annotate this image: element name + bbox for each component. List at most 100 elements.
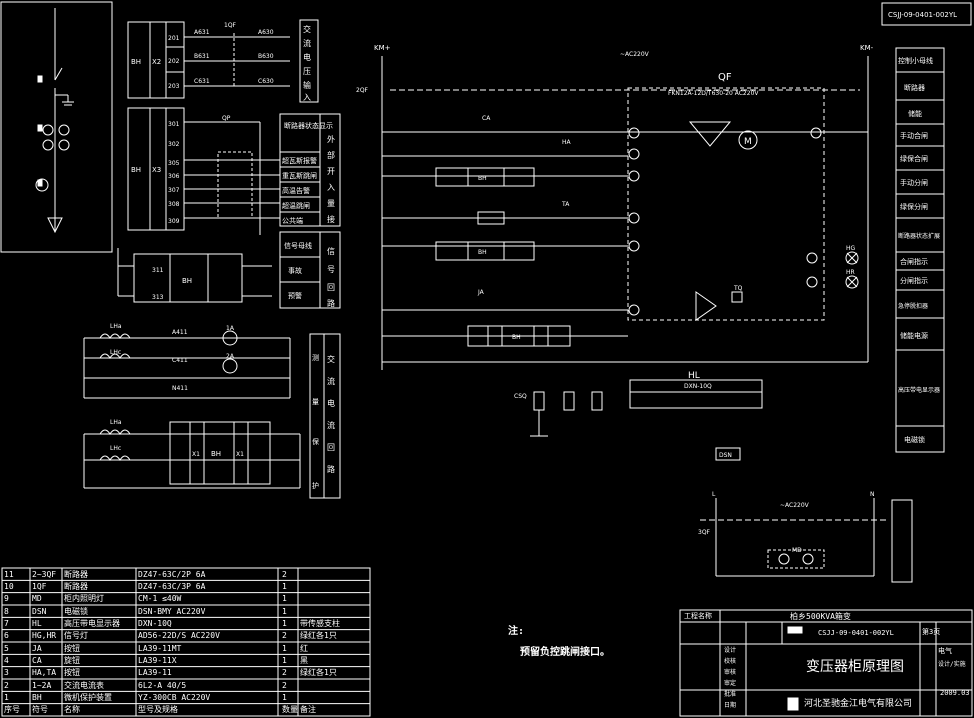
bom-cell: 2 xyxy=(282,680,287,690)
csq-label: CSQ xyxy=(514,393,527,400)
legend-close-indicator: 合闸指示 xyxy=(900,257,928,266)
legend-breaker-extend: 断路器状态扩展 xyxy=(898,232,940,240)
project-label: 工程名称 xyxy=(684,612,712,620)
bom-cell: LA39-11X xyxy=(138,655,177,665)
legend-breaker: 断路器 xyxy=(904,83,925,92)
bom-cell: 带传感支柱 xyxy=(300,618,340,628)
legend-protect-open: 绿保分闸 xyxy=(900,202,928,211)
svg-text:A631: A631 xyxy=(194,29,210,36)
bom-cell: 断路器 xyxy=(64,569,88,579)
legend-manual-close: 手动合闸 xyxy=(900,131,928,140)
ammeter-2a xyxy=(222,358,238,374)
svg-text:302: 302 xyxy=(168,141,180,148)
trip-rectifier xyxy=(695,291,717,321)
bom-cell: JA xyxy=(32,643,42,653)
svg-text:308: 308 xyxy=(168,201,180,208)
legend-open-indicator: 分闸指示 xyxy=(900,276,928,285)
ct-coil-c xyxy=(99,353,131,359)
bom-cell: CM-1 ≤40W xyxy=(138,594,182,604)
svg-text:路: 路 xyxy=(327,464,335,474)
svg-text:流: 流 xyxy=(303,38,311,48)
bom-cell: 1 xyxy=(282,618,287,628)
svg-text:A411: A411 xyxy=(172,329,188,336)
svg-text:信: 信 xyxy=(327,246,335,256)
signal-warning-label: 预警 xyxy=(288,291,302,300)
lha-label-2: LHa xyxy=(110,419,122,426)
bh-label-4: BH xyxy=(211,450,221,458)
svg-text:电: 电 xyxy=(303,52,311,62)
x1-label-a: X1 xyxy=(192,451,200,458)
bom-header-cell: 序号 xyxy=(4,705,20,715)
bh-label-2: BH xyxy=(131,166,141,174)
x2-label: X2 xyxy=(152,58,161,66)
bom-cell: 1 xyxy=(282,655,287,665)
bh-label: BH xyxy=(131,58,141,66)
drawing-title: 变压器柜原理图 xyxy=(806,659,904,675)
qf-label: QF xyxy=(718,72,732,83)
bh-label-6: BH xyxy=(478,249,487,256)
svg-text:203: 203 xyxy=(168,83,180,90)
svg-text:B631: B631 xyxy=(194,53,210,60)
ha-label: HA xyxy=(562,139,572,146)
rectifier-symbol xyxy=(688,121,732,147)
bom-cell: 旋钮 xyxy=(64,655,80,665)
bh-label-7: BH xyxy=(512,334,521,341)
ct-symbol xyxy=(58,139,70,151)
bom-cell: 电磁锁 xyxy=(64,606,88,616)
signal-bus-label: 信号母线 xyxy=(284,241,312,250)
green-lamp xyxy=(845,251,859,265)
legend-emergency-trip: 急停脱扣器 xyxy=(898,302,928,310)
ct-symbol xyxy=(42,139,54,151)
bom-cell: 按钮 xyxy=(64,643,80,653)
bom-cell: 2 xyxy=(282,668,287,678)
bh-label-3: BH xyxy=(182,277,192,285)
bom-cell: 绿红各1只 xyxy=(300,668,337,678)
ja-label: JA xyxy=(477,289,485,296)
hl-box xyxy=(629,379,763,409)
bom-cell: 2~3QF xyxy=(32,569,57,579)
legend-control-bus: 控制小母线 xyxy=(898,56,933,65)
ammeter-1a xyxy=(222,330,238,346)
ammeter-2a-label: 2A xyxy=(226,353,235,360)
bom-cell: YZ-300CB AC220V xyxy=(138,692,211,702)
note-text: 预留负控跳闸接口。 xyxy=(520,647,610,658)
drawing-number-top: CSJJ-09-0401-002YL xyxy=(888,11,957,19)
svg-text:311: 311 xyxy=(152,267,164,274)
ac-supply: ~AC220V xyxy=(780,502,810,509)
l-label: L xyxy=(712,491,716,498)
stage: 设计/实施 xyxy=(938,661,966,668)
svg-text:201: 201 xyxy=(168,35,180,42)
arrester-symbol xyxy=(47,217,63,234)
bom-cell: 信号灯 xyxy=(64,631,88,641)
bom-cell: 1 xyxy=(282,594,287,604)
sheet-number: 第3页 xyxy=(922,628,941,636)
bom-cell: 1 xyxy=(282,692,287,702)
bom-header-cell: 型号及规格 xyxy=(138,705,178,715)
ca-label: CA xyxy=(482,115,491,122)
bom-header-cell: 名称 xyxy=(64,705,80,715)
svg-text:入: 入 xyxy=(327,183,335,192)
svg-text:开: 开 xyxy=(327,167,335,176)
3qf-label: 3QF xyxy=(698,529,711,536)
bom-header-cell: 符号 xyxy=(32,705,48,715)
dsn-label: DSN xyxy=(719,452,732,459)
bom-cell: 高压带电显示器 xyxy=(64,618,120,628)
svg-text:保: 保 xyxy=(312,437,319,446)
svg-text:测: 测 xyxy=(312,354,319,362)
svg-text:流: 流 xyxy=(327,420,335,430)
bom-cell: 7 xyxy=(4,618,9,628)
svg-text:号: 号 xyxy=(327,265,335,274)
motor-label: M xyxy=(744,137,752,147)
title-block-label: 审定 xyxy=(724,680,737,687)
bom-cell: DSN-BMY AC220V xyxy=(138,606,206,616)
bom-cell: 2 xyxy=(282,631,287,641)
bh-label-5: BH xyxy=(478,175,487,182)
bom-cell: CA xyxy=(32,655,42,665)
svg-text:A630: A630 xyxy=(258,29,274,36)
svg-text:回: 回 xyxy=(327,283,335,292)
title-block xyxy=(679,609,973,717)
bom-cell: 6L2-A 40/5 xyxy=(138,680,187,690)
svg-text:306: 306 xyxy=(168,173,180,180)
bom-cell: 8 xyxy=(4,606,9,616)
